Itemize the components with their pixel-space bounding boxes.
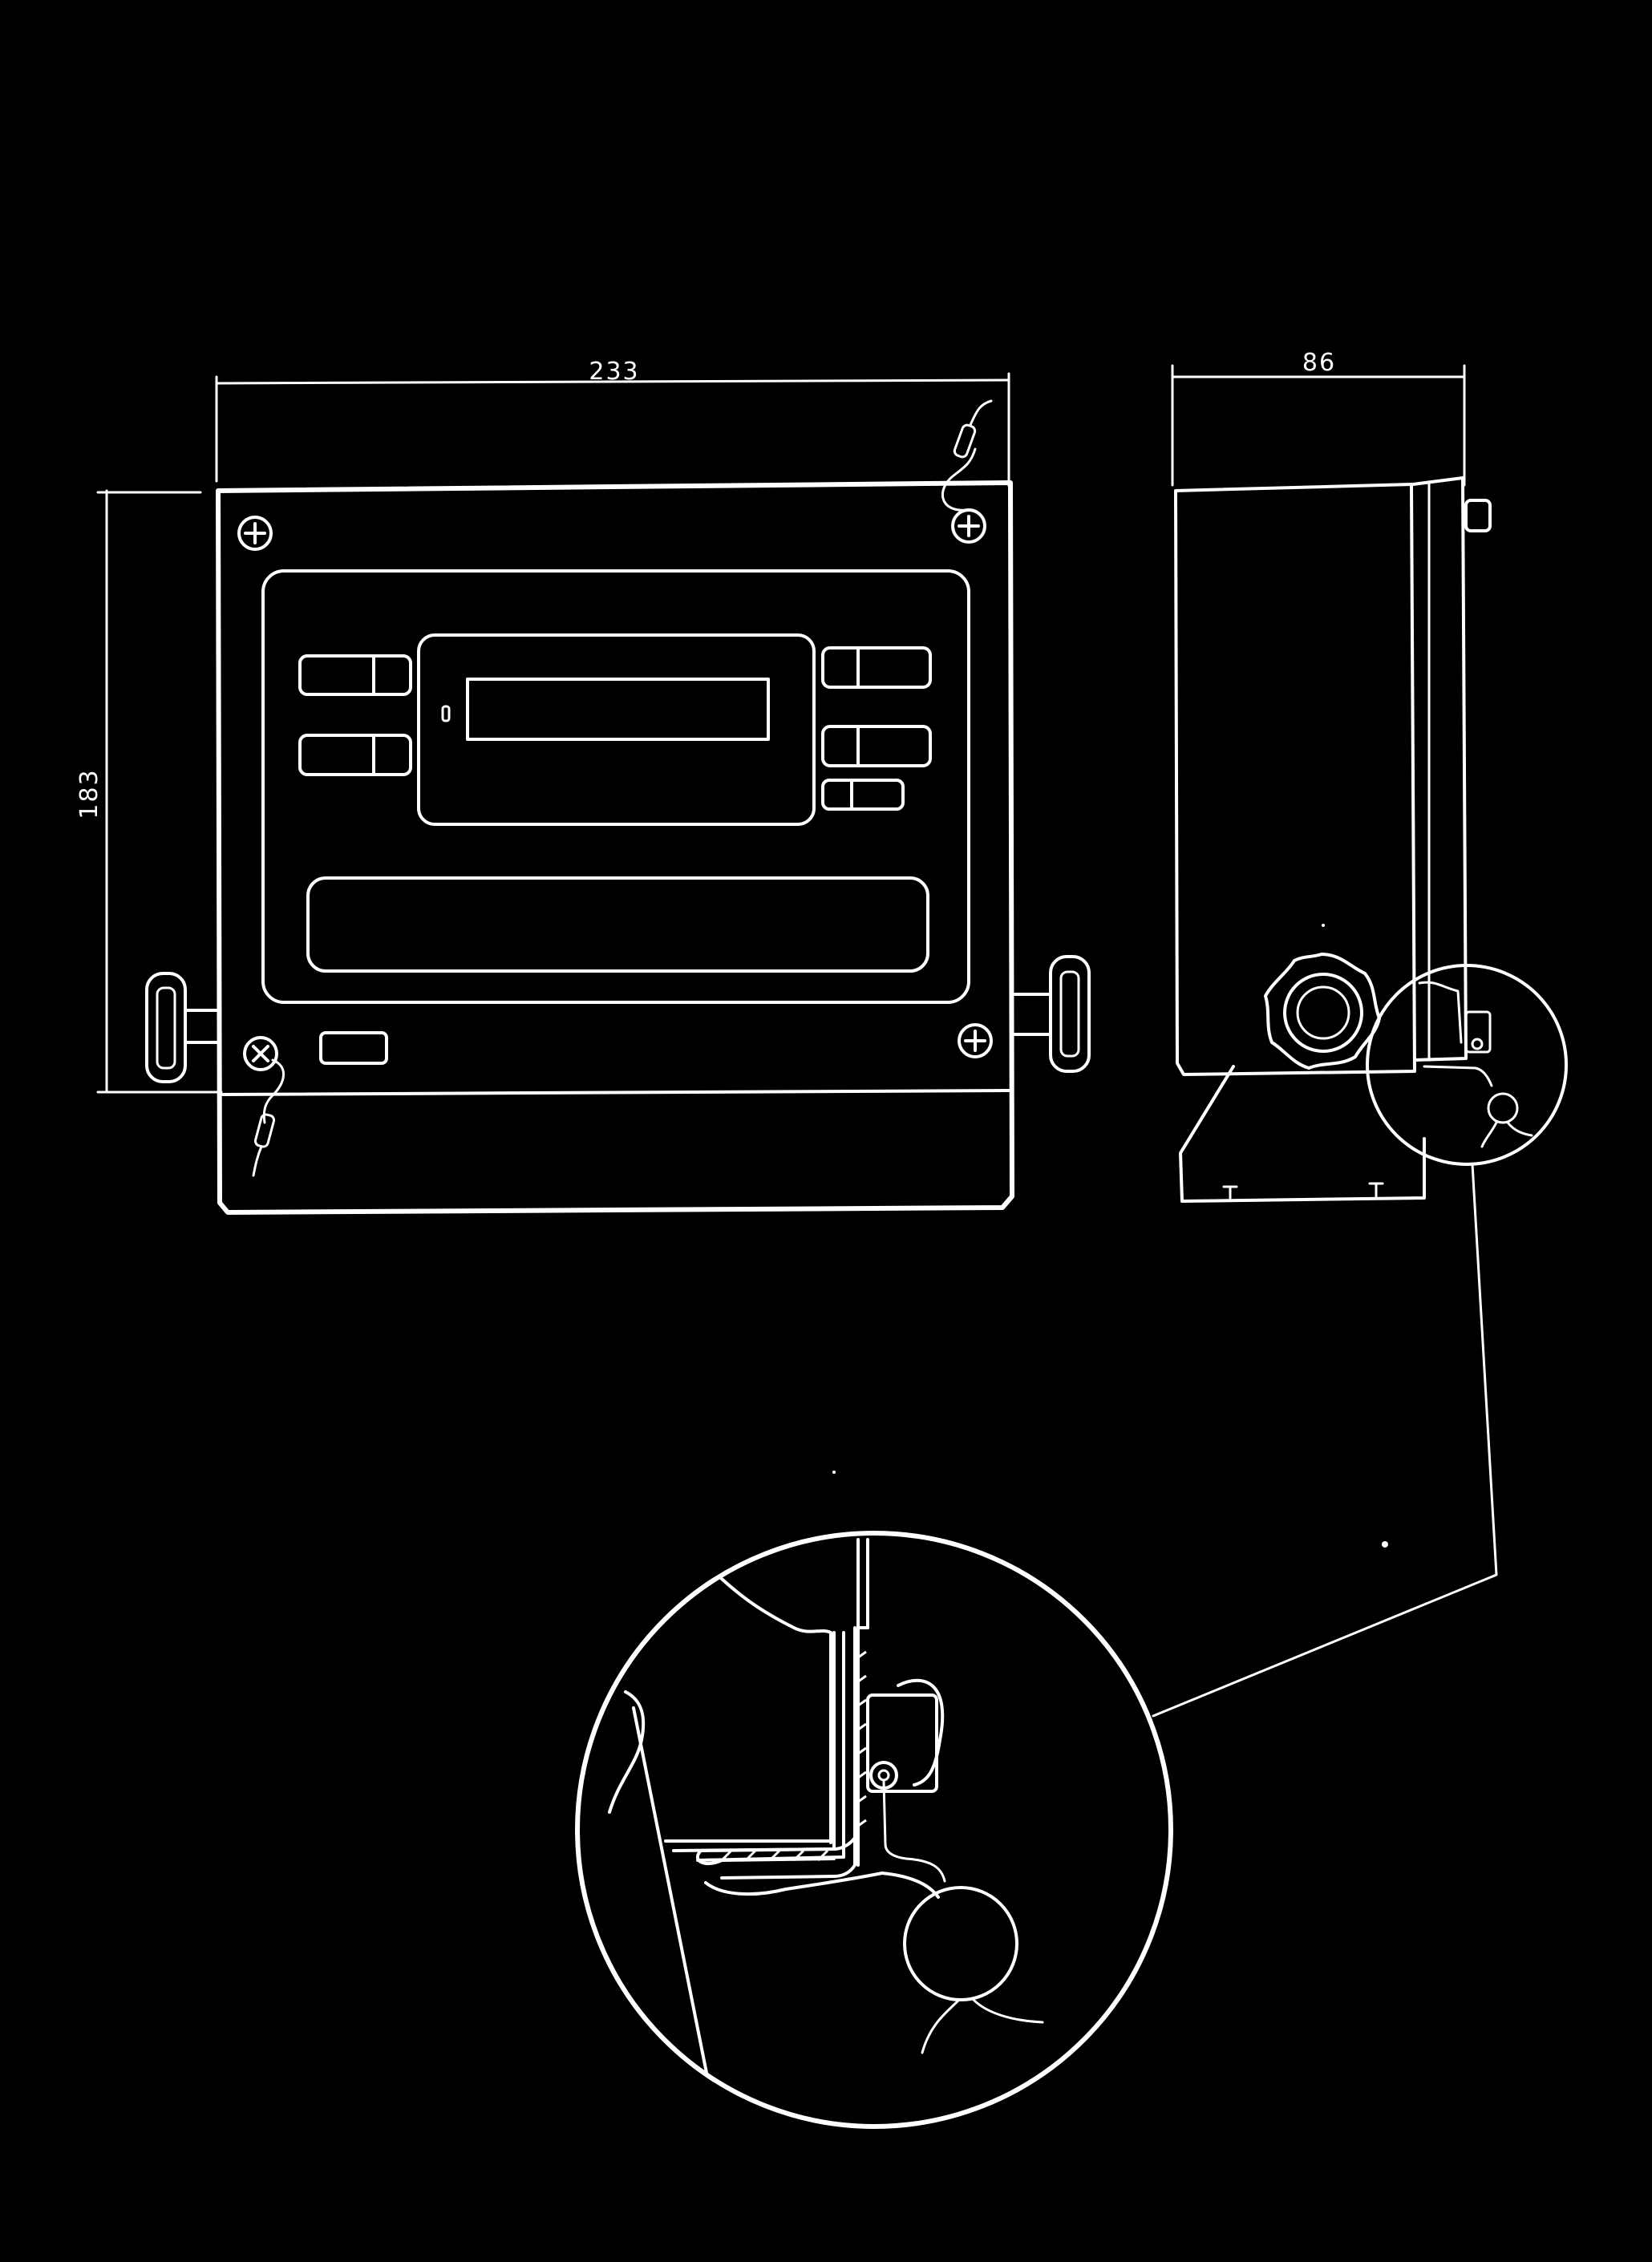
side-bezel [1411,476,1468,1062]
hatch-horizontal [695,1836,856,1866]
speck [832,1471,836,1474]
front-housing [216,480,1014,1215]
key-left-1 [298,654,412,696]
height-dimension: 183 [75,489,223,1094]
front-view [145,399,1091,1215]
side-view [1152,476,1568,1718]
screw-icon [951,508,986,544]
key-left-2 [298,734,412,776]
display-screen [466,678,770,741]
depth-dimension: 86 [1171,349,1466,487]
right-keys [821,646,932,811]
left-keys [298,654,412,776]
key-right-3 [821,779,905,811]
rear-button [1464,499,1492,532]
lead-seal [903,1886,1018,2001]
side-bracket [1179,1065,1426,1203]
seal-wire-bottom [252,1058,285,1177]
display-window [417,633,816,826]
screw-icon [237,516,273,551]
screw-icon [243,1036,278,1071]
leader-line [1152,1163,1498,1718]
seal-wire-top [941,399,993,512]
speck [1322,924,1325,927]
front-panel [261,569,970,1004]
key-right-1 [821,646,932,689]
height-dimension-label: 183 [75,768,103,819]
detail-circle [575,1531,1173,2129]
width-dimension: 233 [215,358,1010,488]
hatch-vertical [854,1650,867,1830]
depth-dimension-label: 86 [1302,349,1336,377]
side-knob-icon [1264,953,1381,1070]
speck [1382,1541,1388,1548]
knob-right-icon [1010,955,1091,1073]
seal-block [866,1693,938,1793]
callout-contents [1418,981,1533,1148]
key-right-2 [821,725,932,767]
detail-view [575,1531,1173,2129]
width-dimension-label: 233 [589,358,639,386]
status-window [319,1031,388,1065]
detail-callout-circle [1366,964,1568,1166]
screw-icon [958,1023,993,1058]
side-body [1174,483,1416,1076]
label-strip [306,876,929,973]
display-indicator [441,705,451,722]
knob-left-icon [145,972,220,1083]
